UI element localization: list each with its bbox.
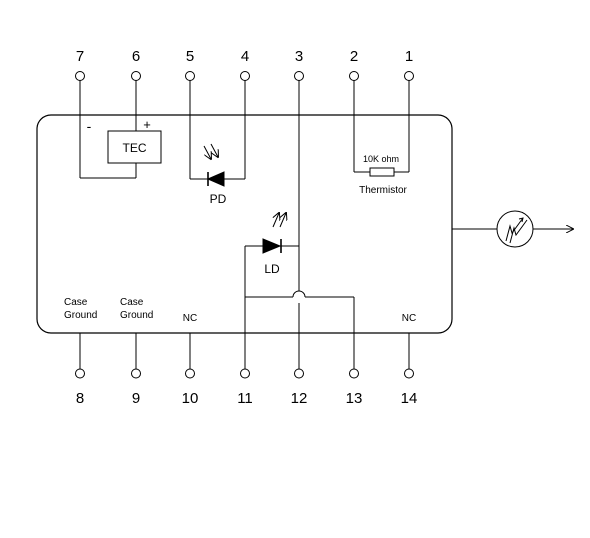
fiber-output (452, 210, 573, 248)
pin-6 (131, 71, 141, 131)
pin-label-11: 11 (237, 390, 253, 407)
pin-4 (240, 71, 250, 179)
pin-label-8: 8 (76, 390, 84, 407)
ld-label: LD (264, 262, 280, 276)
pin-14 (404, 333, 414, 379)
top-pins (75, 71, 414, 369)
case-ground-label-8-line1: Case (64, 297, 88, 308)
tec-minus-label: - (87, 118, 92, 134)
pin-11 (240, 368, 250, 379)
tec-element (80, 130, 162, 179)
pin-8 (75, 333, 85, 379)
thermistor-label: Thermistor (359, 185, 407, 196)
photodiode-symbol (190, 143, 245, 187)
tec-label: TEC (123, 141, 147, 155)
pin-label-5: 5 (186, 48, 194, 65)
pin-label-4: 4 (241, 48, 249, 65)
pin-label-12: 12 (291, 390, 308, 407)
pin-label-14: 14 (401, 390, 418, 407)
pin-13 (349, 368, 359, 379)
pin-7 (75, 71, 85, 178)
thermistor-symbol (354, 167, 409, 177)
tec-plus-label: + (143, 117, 151, 132)
case-ground-label-8-line2: Ground (64, 310, 97, 321)
nc-label-14: NC (402, 313, 416, 324)
bottom-bus (244, 290, 355, 369)
pin-9 (131, 333, 141, 379)
bottom-pins (75, 333, 414, 379)
pin-3 (294, 71, 304, 369)
pd-label: PD (210, 192, 227, 206)
pin-label-2: 2 (350, 48, 358, 65)
thermistor-value: 10K ohm (363, 154, 399, 164)
top-pin-numbers: 7 6 5 4 3 2 1 (76, 48, 413, 65)
bottom-pin-numbers: 8 9 10 11 12 13 14 (76, 390, 418, 407)
pin-5 (185, 71, 195, 179)
nc-label-10: NC (183, 313, 197, 324)
pin-10 (185, 333, 195, 379)
pin-label-10: 10 (182, 390, 199, 407)
pin-label-13: 13 (346, 390, 363, 407)
pin-12 (294, 368, 304, 379)
pin-label-3: 3 (295, 48, 303, 65)
case-ground-label-9-line2: Ground (120, 310, 153, 321)
pin-2 (349, 71, 359, 172)
laser-diode-symbol (244, 213, 299, 297)
case-ground-label-9-line1: Case (120, 297, 144, 308)
pin-1 (404, 71, 414, 172)
pin-label-1: 1 (405, 48, 413, 65)
pin-label-9: 9 (132, 390, 140, 407)
pin-label-7: 7 (76, 48, 84, 65)
pin-label-6: 6 (132, 48, 140, 65)
